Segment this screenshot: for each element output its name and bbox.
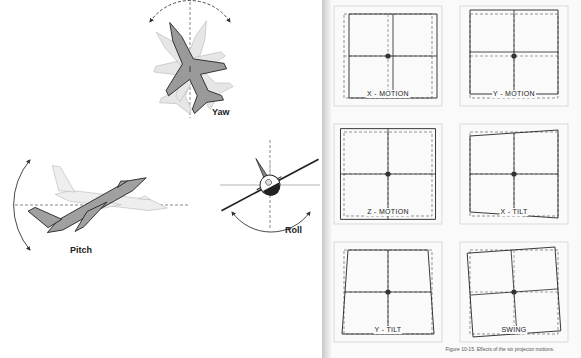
yaw-figure: [133, 1, 244, 121]
motion-panel: [334, 124, 442, 224]
panel-label: SWING: [500, 326, 527, 334]
panel-label: Z - MOTION: [366, 208, 410, 216]
motion-panel: [334, 242, 442, 342]
motion-panel: [460, 6, 568, 106]
motion-panel: [334, 6, 442, 106]
motion-panel: [460, 242, 568, 342]
panel-label: Y - TILT: [374, 326, 403, 334]
page-ground: [322, 0, 581, 358]
panel-label: X - TILT: [499, 208, 528, 216]
page-shadow: [322, 0, 332, 358]
panel-label: X - MOTION: [366, 90, 410, 98]
roll-figure: [207, 133, 323, 232]
pitch-figure: [14, 155, 190, 250]
motion-panel: [460, 124, 568, 224]
motion-label: Pitch: [70, 246, 92, 256]
motion-label: Yaw: [212, 108, 230, 118]
figure-caption: Figure 10-15. Effects of the six project…: [446, 347, 555, 353]
panel-label: Y - MOTION: [492, 90, 536, 98]
motion-label: Roll: [285, 226, 302, 236]
